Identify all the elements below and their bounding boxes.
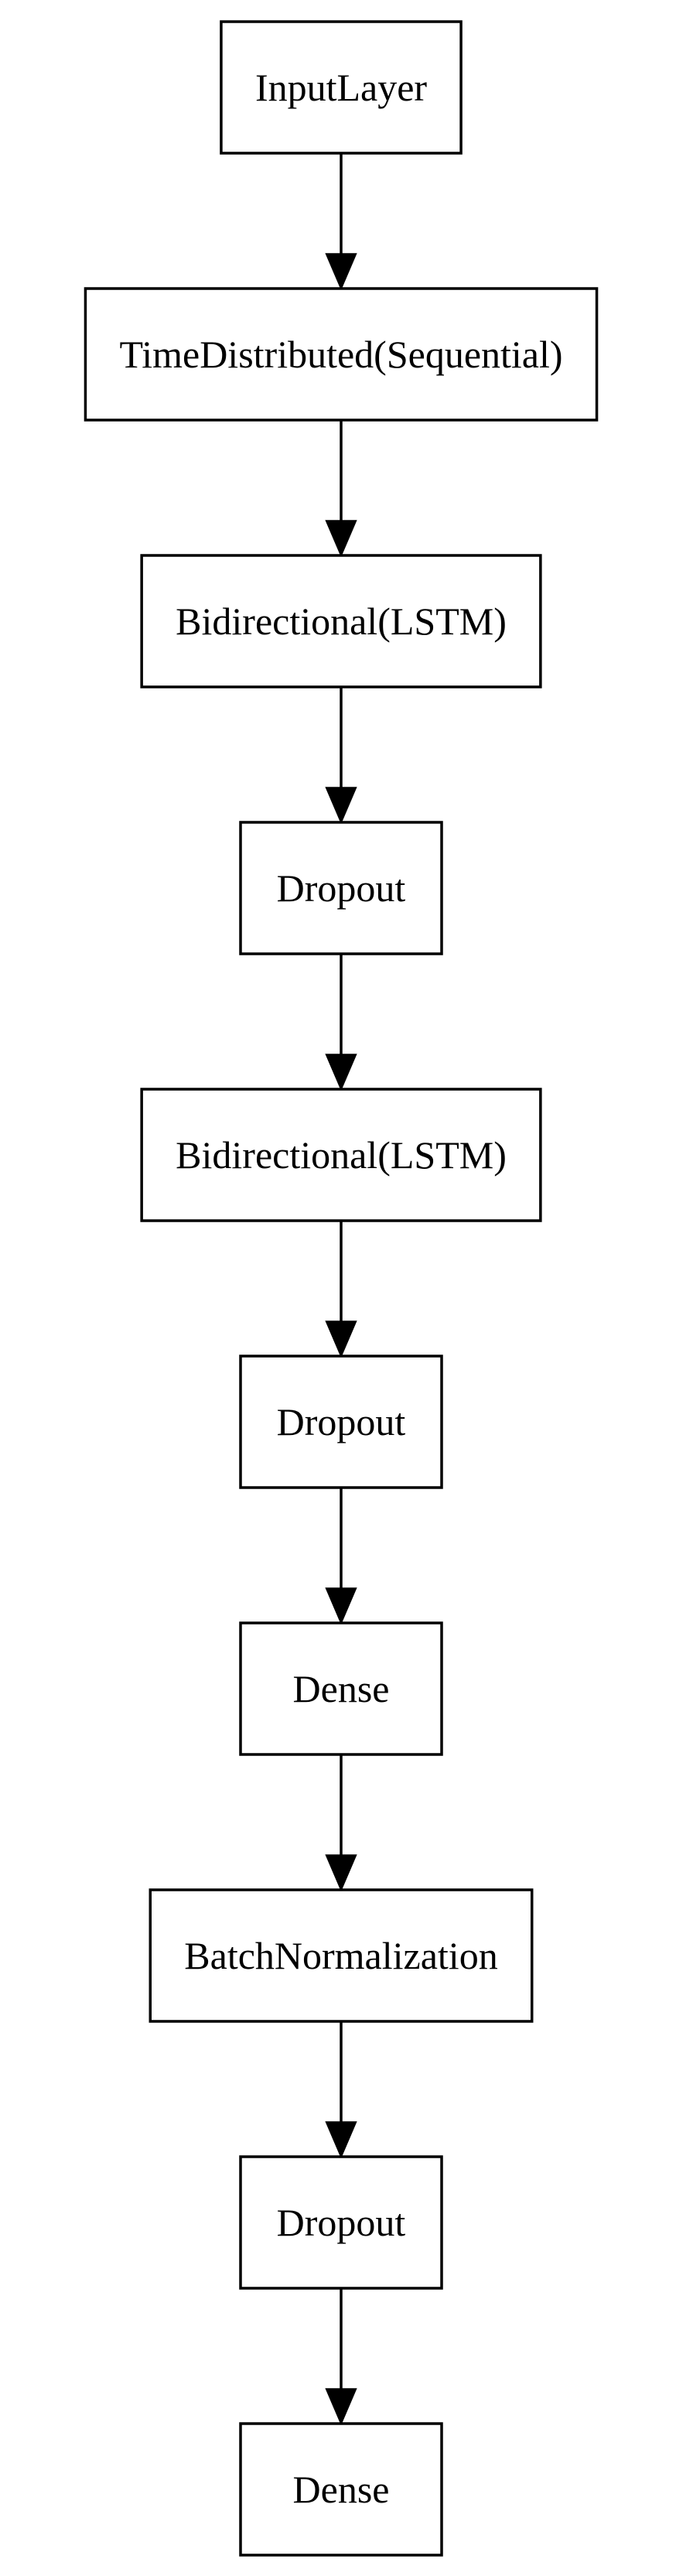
- edge-arrow: [325, 1754, 357, 1892]
- edge-arrow: [325, 1221, 357, 1358]
- node-dense: Dense: [239, 2422, 443, 2557]
- node-label: Dense: [293, 1667, 390, 1710]
- node-dropout: Dropout: [239, 2155, 443, 2290]
- arrowhead-icon: [325, 1854, 357, 1892]
- arrowhead-icon: [325, 253, 357, 291]
- node-box: [140, 554, 542, 688]
- node-box: [140, 1088, 542, 1222]
- arrowhead-icon: [325, 1320, 357, 1358]
- node-label: InputLayer: [255, 66, 427, 109]
- node-bidirectional-lstm: Bidirectional(LSTM): [140, 554, 542, 688]
- node-dense: Dense: [239, 1621, 443, 1756]
- edge-arrow: [325, 954, 357, 1092]
- node-box: [149, 1888, 534, 2023]
- node-box: [239, 1355, 443, 1489]
- node-inputlayer: InputLayer: [220, 20, 463, 155]
- edge-arrow: [325, 687, 357, 825]
- arrowhead-icon: [325, 1054, 357, 1092]
- arrowhead-icon: [325, 2388, 357, 2426]
- edge-arrow: [325, 420, 357, 558]
- node-label: Dense: [293, 2468, 390, 2511]
- node-label: Dropout: [277, 1400, 406, 1443]
- node-box: [239, 2422, 443, 2557]
- edges: [325, 153, 357, 2426]
- arrowhead-icon: [325, 787, 357, 825]
- node-label: BatchNormalization: [184, 1934, 497, 1977]
- node-label: TimeDistributed(Sequential): [119, 333, 562, 376]
- arrowhead-icon: [325, 520, 357, 558]
- node-box: [239, 1621, 443, 1756]
- node-label: Dropout: [277, 866, 406, 910]
- node-dropout: Dropout: [239, 1355, 443, 1489]
- node-box: [84, 287, 599, 422]
- node-box: [239, 821, 443, 955]
- node-label: Bidirectional(LSTM): [176, 1133, 507, 1177]
- node-box: [220, 20, 463, 155]
- node-bidirectional-lstm: Bidirectional(LSTM): [140, 1088, 542, 1222]
- node-timedistributed-sequential: TimeDistributed(Sequential): [84, 287, 599, 422]
- edge-arrow: [325, 2288, 357, 2426]
- node-batchnormalization: BatchNormalization: [149, 1888, 534, 2023]
- arrowhead-icon: [325, 1587, 357, 1625]
- arrowhead-icon: [325, 2121, 357, 2159]
- edge-arrow: [325, 153, 357, 291]
- node-label: Bidirectional(LSTM): [176, 600, 507, 643]
- node-box: [239, 2155, 443, 2290]
- node-dropout: Dropout: [239, 821, 443, 955]
- node-label: Dropout: [277, 2201, 406, 2244]
- edge-arrow: [325, 1488, 357, 1625]
- edge-arrow: [325, 2021, 357, 2159]
